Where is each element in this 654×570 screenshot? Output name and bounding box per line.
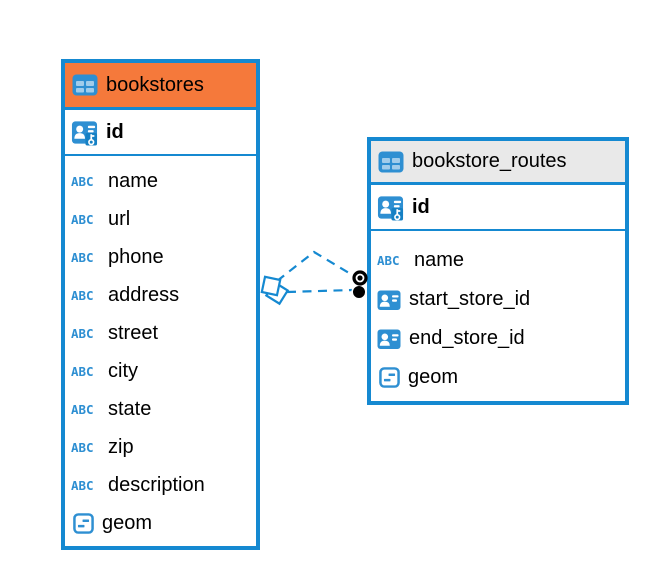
text-type-icon: ABC [71,249,94,265]
entity-table-bookstores[interactable]: bookstores id ABC name ABC url ABC phone… [61,59,260,550]
entity-table-bookstore-routes[interactable]: bookstore_routes id ABC name start_store… [367,137,629,405]
table-icon [72,74,98,96]
column-name: geom [408,366,459,388]
table-header-bookstore-routes[interactable]: bookstore_routes [371,141,625,185]
column-row-pk[interactable]: id [65,110,256,156]
column-row[interactable]: ABC zip [71,428,256,466]
column-name: geom [102,511,153,534]
geometry-type-icon [73,513,94,534]
column-row[interactable]: ABC name [71,162,256,200]
column-row[interactable]: ABC address [71,276,256,314]
primary-key-icon [377,194,404,221]
column-name: name [108,169,159,192]
text-type-icon: ABC [71,363,94,379]
column-name: end_store_id [409,327,525,349]
table-title: bookstores [106,73,204,96]
foreign-key-icon [377,288,401,312]
column-name: name [414,249,465,271]
text-type-icon: ABC [71,401,94,417]
column-row[interactable]: ABC url [71,200,256,238]
text-type-icon: ABC [71,325,94,341]
column-row[interactable]: ABC street [71,314,256,352]
text-type-icon: ABC [71,439,94,455]
column-row-pk[interactable]: id [371,185,625,231]
column-name: address [108,283,180,306]
text-type-icon: ABC [377,253,400,268]
table-title: bookstore_routes [412,150,567,172]
relationship-line-upper [276,250,355,282]
column-row[interactable]: ABC name [377,241,625,280]
column-row[interactable]: ABC city [71,352,256,390]
relationship-source-diamonds [260,275,290,306]
text-type-icon: ABC [71,211,94,227]
column-row[interactable]: ABC phone [71,238,256,276]
column-name: id [412,195,430,218]
relationship-connectors[interactable] [260,250,368,306]
column-row[interactable]: ABC description [71,466,256,504]
geometry-type-icon [379,367,400,388]
column-row[interactable]: ABC state [71,390,256,428]
column-name: city [108,359,138,382]
column-name: id [106,120,124,143]
column-name: state [108,397,152,420]
column-name: url [108,207,131,230]
column-name: description [108,473,205,496]
text-type-icon: ABC [71,287,94,303]
relationship-line-lower [286,288,353,294]
column-name: phone [108,245,164,268]
column-name: street [108,321,159,344]
column-name: start_store_id [409,288,531,310]
table-header-bookstores[interactable]: bookstores [65,63,256,110]
primary-key-icon [71,119,98,146]
foreign-key-icon [377,327,401,351]
text-type-icon: ABC [71,477,94,493]
column-row[interactable]: geom [71,504,256,542]
column-name: zip [108,435,134,458]
column-row[interactable]: start_store_id [377,280,625,319]
text-type-icon: ABC [71,173,94,189]
column-list: ABC name ABC url ABC phone ABC address A… [65,156,256,546]
column-list: ABC name start_store_id end_store_id geo… [371,231,625,401]
column-row[interactable]: geom [377,358,625,397]
table-icon [378,151,404,173]
column-row[interactable]: end_store_id [377,319,625,358]
relationship-target-dots [351,270,368,300]
